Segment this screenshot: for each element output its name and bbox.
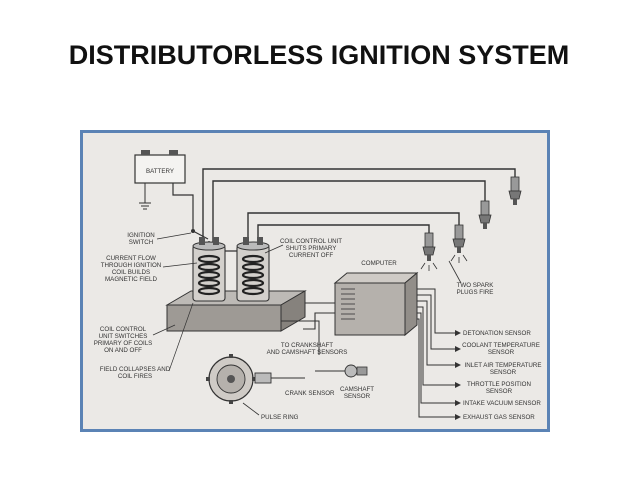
ccu-to-sensors-wire [281,320,320,355]
coil-control-shuts-label: COIL CONTROL UNIT [280,238,342,245]
current-flow-label-4: MAGNETIC FIELD [105,276,157,283]
ignition-switch-leader [156,232,192,240]
field-collapses-leader [168,302,194,372]
coil-control-shuts-label-3: CURRENT OFF [289,252,333,259]
coil-control-shuts-leader [264,244,284,254]
computer-label: COMPUTER [361,260,397,267]
two-spark-label-2: PLUGS FIRE [457,289,494,296]
inlet-air-sensor-label: INLET AIR TEMPERATURE [464,362,541,369]
inlet-air-sensor-label-2: SENSOR [490,369,517,376]
battery-label: BATTERY [146,168,174,175]
coil-control-unit [165,290,307,332]
to-sensors-label-2: AND CAMSHAFT SENSORS [267,349,348,356]
to-sensors-label: TO CRANKSHAFT [281,342,333,349]
camshaft-sensor-label-2: SENSOR [344,393,371,400]
intake-vacuum-sensor-label: INTAKE VACUUM SENSOR [463,400,541,407]
two-spark-leader [448,260,462,284]
ignition-switch-arm [192,230,209,240]
coil-control-switches-label-3: PRIMARY OF COILS [94,340,153,347]
coil-control-switches-leader [152,324,176,336]
diagram-frame: BATTERY [80,130,550,432]
battery-feed-wire [172,183,194,229]
current-flow-label: CURRENT FLOW [106,255,156,262]
slide-title: DISTRIBUTORLESS IGNITION SYSTEM [68,40,570,70]
pulse-ring-leader [242,402,260,416]
coolant-temp-sensor-label: COOLANT TEMPERATURE [462,342,540,349]
coil-control-switches-label-2: UNIT SWITCHES [99,333,148,340]
pulse-ring [206,354,256,404]
spark-plug-leads [202,168,516,243]
current-flow-leader [162,262,198,268]
spark-plug-1 [508,176,522,205]
computer [333,271,419,337]
exhaust-gas-sensor-label: EXHAUST GAS SENSOR [463,414,535,421]
pulse-ring-label: PULSE RING [261,414,299,421]
coil-control-shuts-label-2: SHUTS PRIMARY [286,245,337,252]
sensor-wires [417,288,455,418]
crank-sensor-label: CRANK SENSOR [285,390,335,397]
camshaft-sensor-label: CAMSHAFT [340,386,374,393]
ignition-coil-1 [192,237,226,302]
crank-sensor [254,372,305,384]
spark-plug-3 [452,224,466,253]
coolant-temp-sensor-label-2: SENSOR [488,349,515,356]
ignition-switch-label: IGNITION [127,232,155,239]
ignition-switch-label-2: SWITCH [129,239,153,246]
current-flow-label-2: THROUGH IGNITION [101,262,162,269]
spark-plug-4 [422,232,436,261]
field-collapses-label: FIELD COLLAPSES AND [100,366,171,373]
two-spark-label: TWO SPARK [457,282,495,289]
throttle-sensor-label: THROTTLE POSITION [467,381,531,388]
spark-burst [420,254,468,271]
detonation-sensor-label: DETONATION SENSOR [463,330,531,337]
coil-control-switches-label-4: ON AND OFF [104,347,142,354]
current-flow-label-3: COIL BUILDS [112,269,150,276]
coil-control-switches-label: COIL CONTROL [100,326,147,333]
field-collapses-label-2: COIL FIRES [118,373,152,380]
ignition-diagram: BATTERY [83,133,547,429]
ground-symbol [139,183,151,210]
spark-plug-2 [478,200,492,229]
camshaft-sensor [315,364,368,378]
ignition-coil-2 [236,237,270,302]
sensor-arrowheads [455,330,461,420]
throttle-sensor-label-2: SENSOR [486,388,513,395]
battery: BATTERY [134,150,186,184]
